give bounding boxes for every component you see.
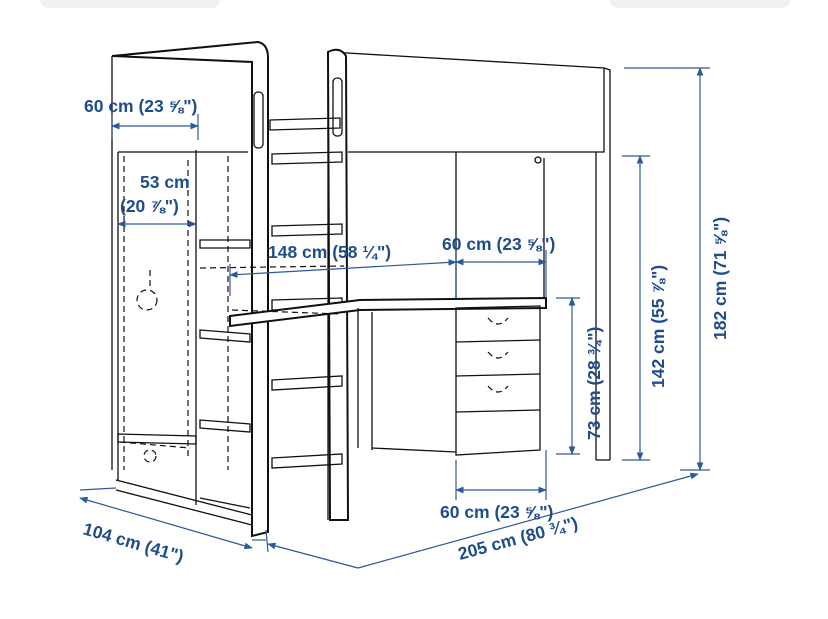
label-wardrobe-inner-width-2: (20 ⅞") [120, 196, 179, 216]
label-wardrobe-width: 60 cm (23 ⅝") [84, 96, 197, 116]
label-total-height: 182 cm (71 ⅝") [710, 217, 730, 340]
label-desk-height: 73 cm (28 ¾") [584, 327, 604, 440]
top-edge-strip-right [610, 0, 790, 8]
label-depth: 104 cm (41") [81, 519, 186, 567]
label-drawer-width-top: 60 cm (23 ⅝") [442, 234, 555, 254]
label-desk-length: 148 cm (58 ¼") [268, 242, 391, 262]
label-under-bed-height: 142 cm (55 ⅞") [648, 265, 668, 388]
label-drawer-width-bottom: 60 cm (23 ⅝") [440, 502, 553, 522]
furniture-illustration [111, 40, 611, 538]
dimension-lines [79, 67, 710, 569]
label-wardrobe-inner-width-1: 53 cm [140, 172, 190, 192]
top-edge-strip-left [40, 0, 220, 8]
